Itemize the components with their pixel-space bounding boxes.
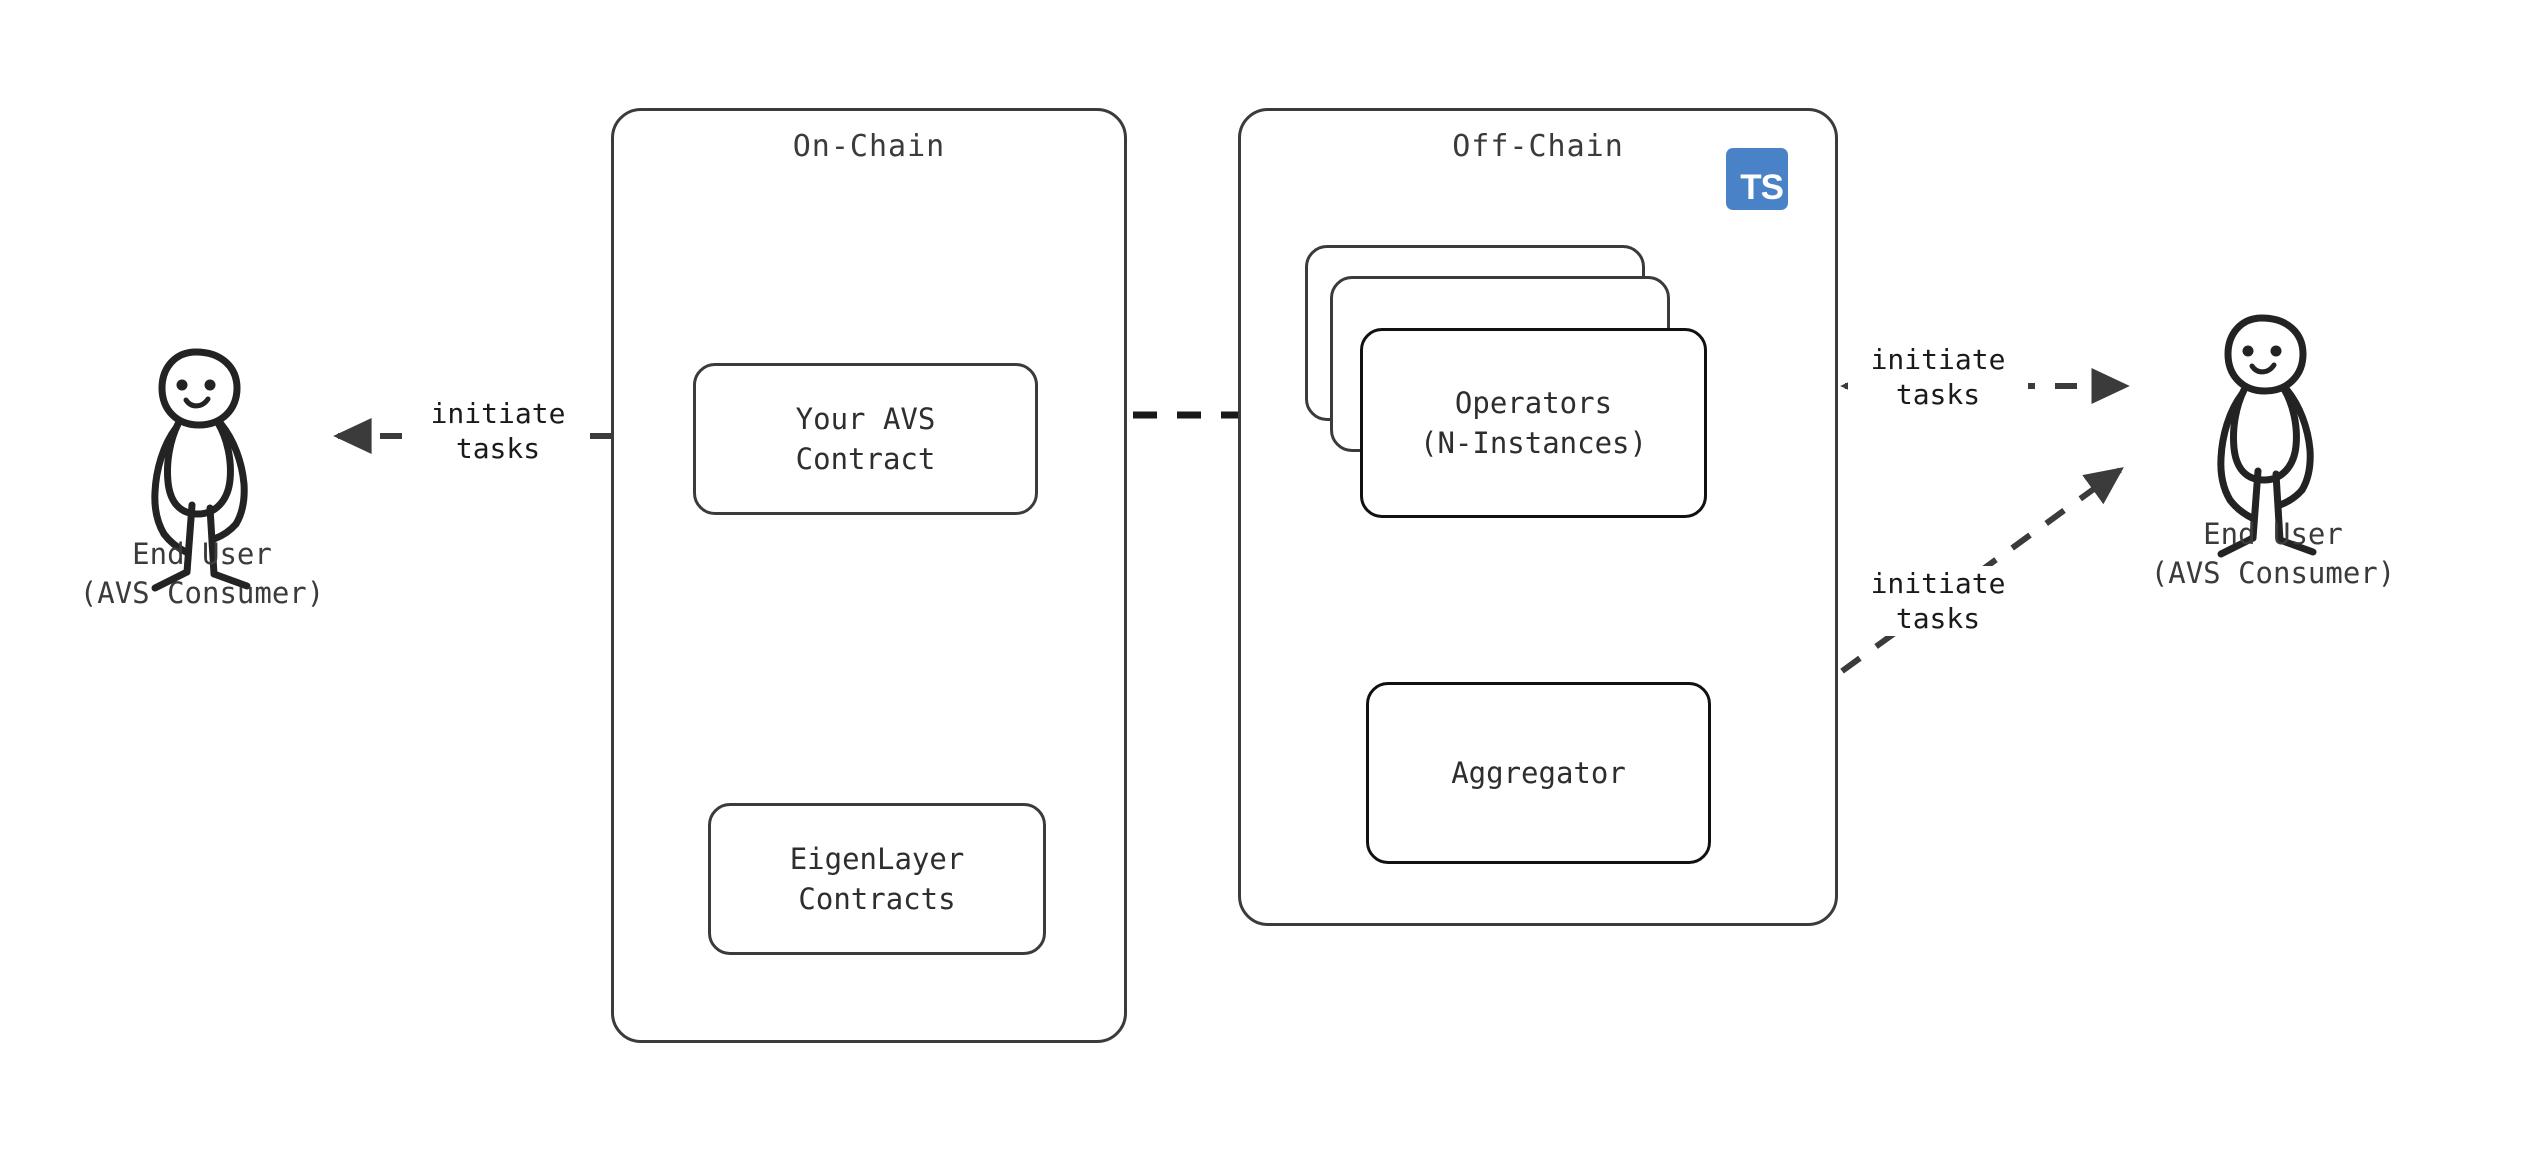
actor-end-user-left-label: End User (AVS Consumer) — [79, 537, 325, 611]
typescript-icon-label: TS — [1726, 148, 1788, 210]
node-operators[interactable]: Operators (N-Instances) — [1360, 328, 1707, 518]
edge-label-user-right-to-operators: initiate tasks — [1848, 342, 2028, 412]
node-eigenlayer-contracts[interactable]: EigenLayer Contracts — [708, 803, 1046, 955]
typescript-icon: TS — [1726, 148, 1788, 210]
node-aggregator[interactable]: Aggregator — [1366, 682, 1711, 864]
actor-end-user-right-label: End User (AVS Consumer) — [2150, 517, 2396, 591]
node-your-avs-contract[interactable]: Your AVS Contract — [693, 363, 1038, 515]
panel-on-chain-title: On-Chain — [792, 129, 946, 164]
panel-off-chain-title: Off-Chain — [1452, 129, 1624, 164]
edge-label-user-left-to-avs: initiate tasks — [408, 396, 588, 466]
edge-label-user-right-to-aggregator: initiate tasks — [1848, 566, 2028, 636]
